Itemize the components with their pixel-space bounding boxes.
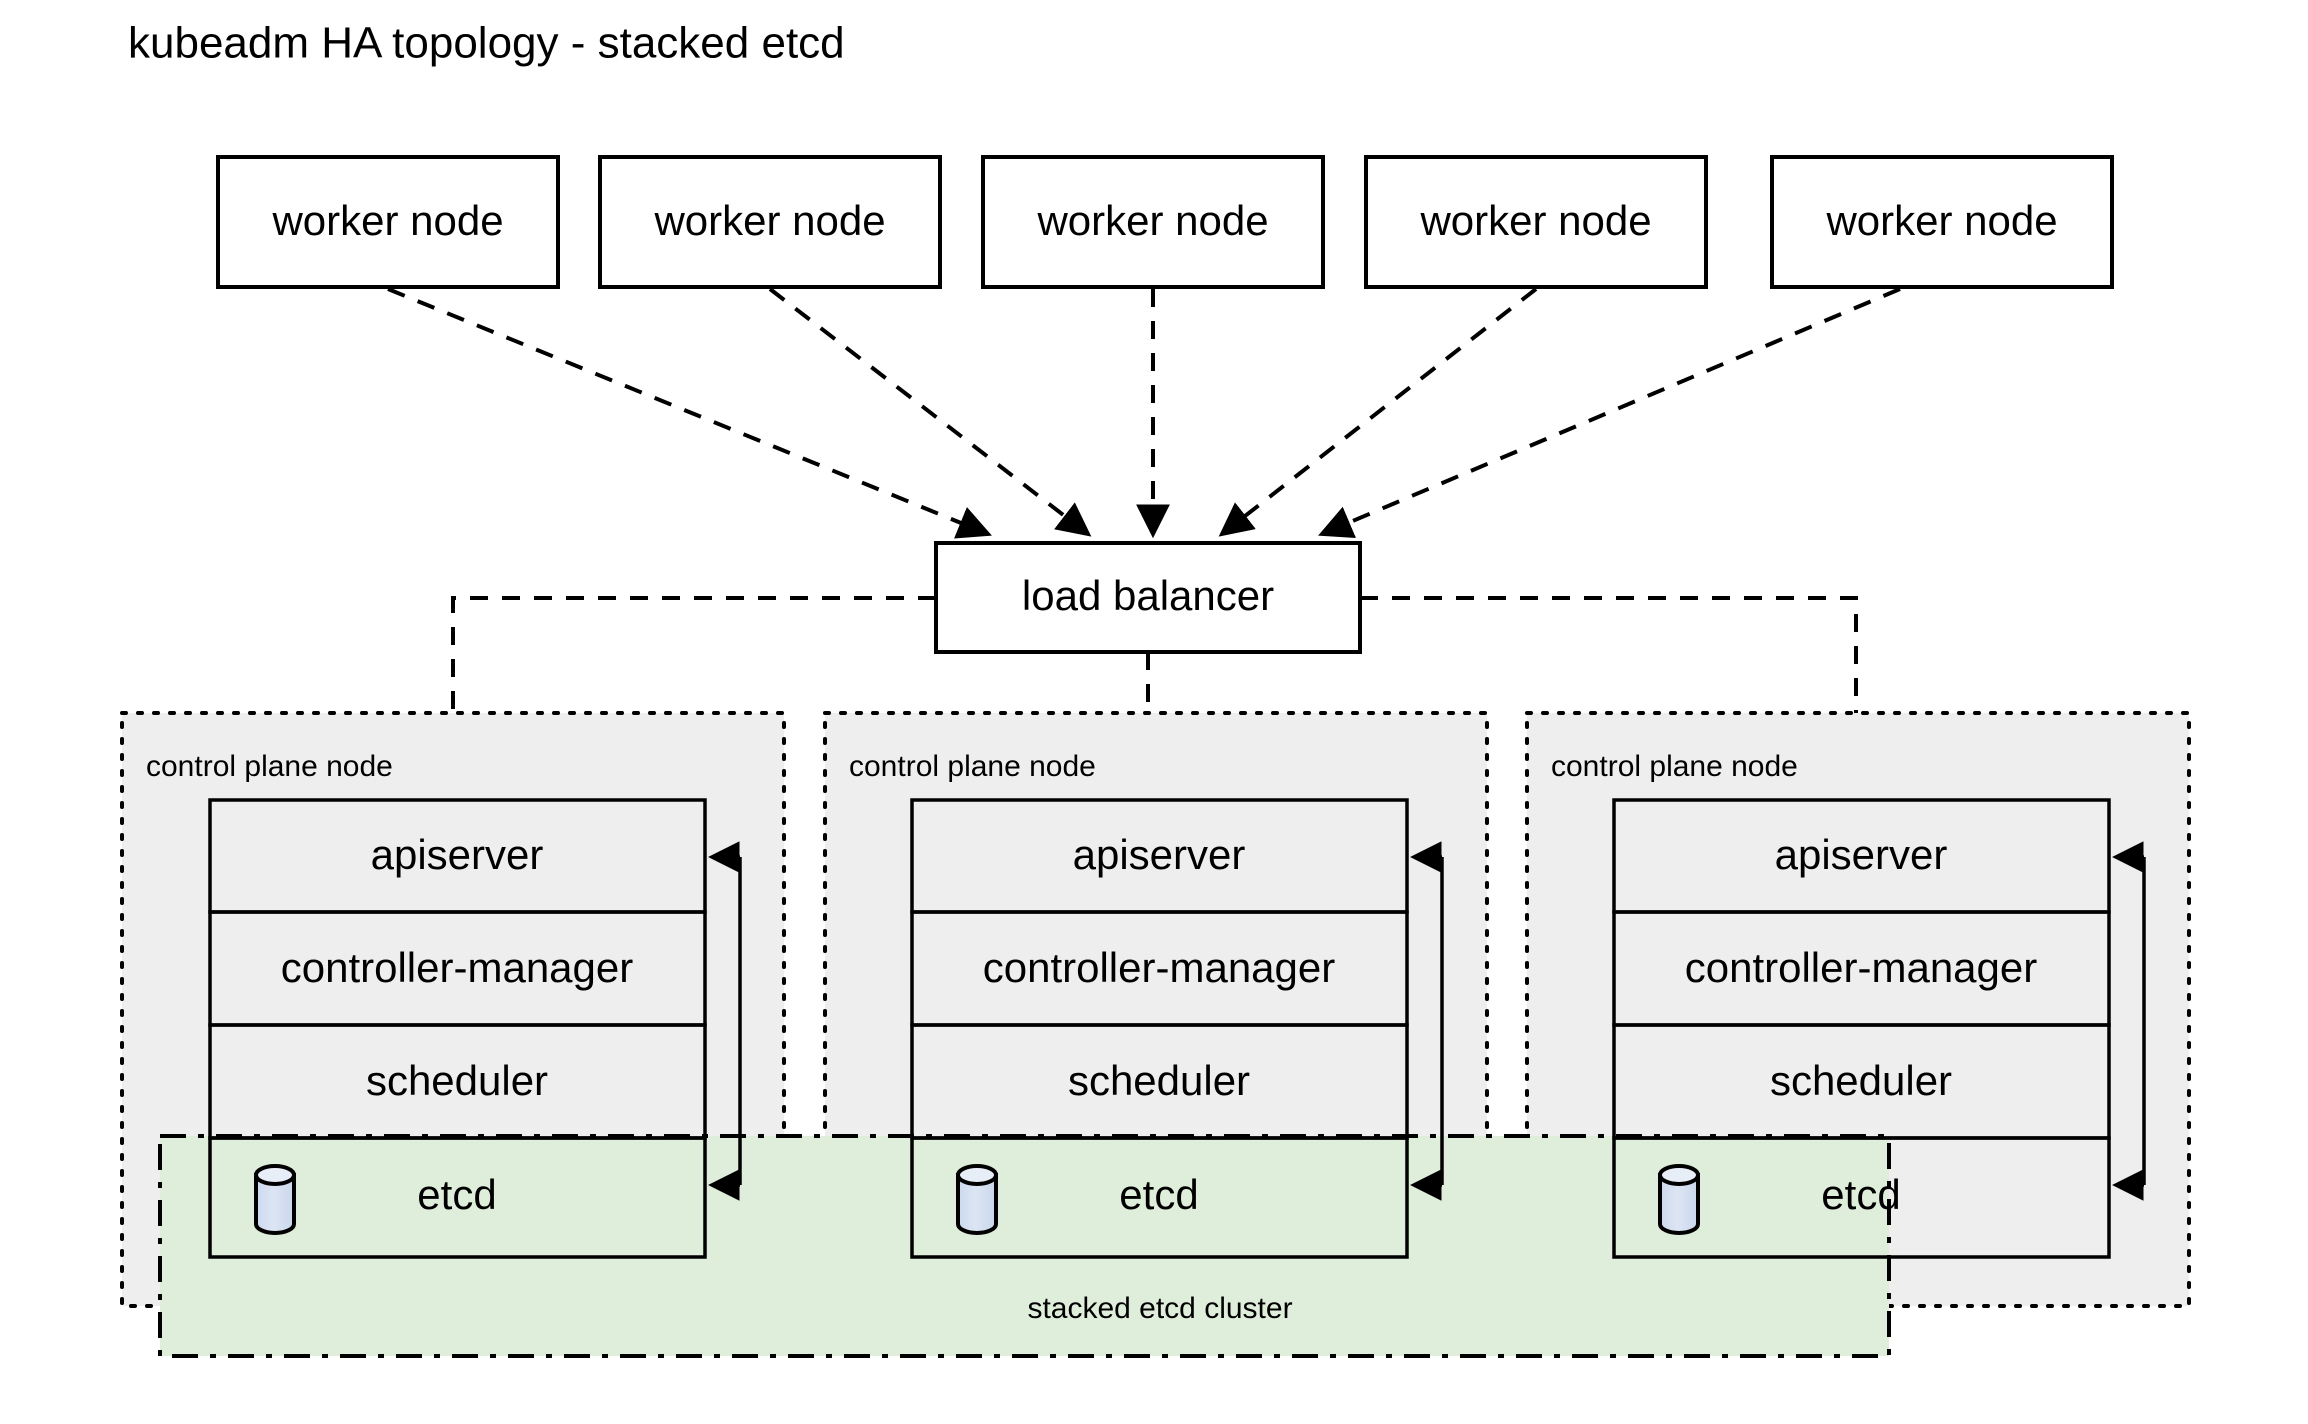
control-plane-region-label: control plane node (849, 750, 1096, 783)
control-plane-1-component-stack: apiserver controller-manager scheduler e… (208, 798, 707, 1259)
worker-node-label: worker node (1825, 197, 2057, 244)
worker-node-5[interactable]: worker node (1770, 155, 2114, 289)
worker-node-4[interactable]: worker node (1364, 155, 1708, 289)
control-plane-1-apiserver-etcd-connector (708, 841, 742, 1201)
etcd-label: etcd (1119, 1171, 1198, 1218)
worker-1-to-lb-arrow (387, 287, 992, 539)
control-plane-2-component-stack: apiserver controller-manager scheduler e… (910, 798, 1409, 1259)
controller-manager-label: controller-manager (983, 944, 1336, 991)
database-cylinder-icon (1658, 1164, 1700, 1235)
etcd-label: etcd (1821, 1171, 1900, 1218)
etcd-label: etcd (417, 1171, 496, 1218)
worker-node-2[interactable]: worker node (598, 155, 942, 289)
worker-node-3[interactable]: worker node (981, 155, 1325, 289)
worker-to-lb-connectors (387, 287, 1901, 539)
stacked-etcd-cluster[interactable]: stacked etcd cluster (158, 1134, 1891, 1358)
apiserver-label: apiserver (1073, 831, 1246, 878)
load-balancer[interactable]: load balancer (934, 541, 1362, 654)
worker-node-box[interactable] (216, 155, 560, 289)
apiserver-label: apiserver (1775, 831, 1948, 878)
lb-to-apiserver-3-line (1360, 596, 1858, 800)
worker-node-label: worker node (1036, 197, 1268, 244)
control-plane-3-apiserver-etcd-connector (2112, 841, 2146, 1201)
apiserver-label: apiserver (371, 831, 544, 878)
stacked-etcd-cluster-box[interactable] (158, 1134, 1891, 1358)
stacked-etcd-cluster-label: stacked etcd cluster (1027, 1292, 1292, 1325)
worker-node-1[interactable]: worker node (216, 155, 560, 289)
page-title: kubeadm HA topology - stacked etcd (128, 19, 845, 68)
database-cylinder-icon (956, 1164, 998, 1235)
control-plane-3-component-stack: apiserver controller-manager scheduler e… (1612, 798, 2111, 1259)
worker-node-box[interactable] (1770, 155, 2114, 289)
control-plane-2-apiserver-etcd-connector (1410, 841, 1444, 1201)
worker-node-box[interactable] (598, 155, 942, 289)
load-balancer-label: load balancer (1022, 572, 1274, 619)
worker-node-label: worker node (653, 197, 885, 244)
control-plane-region-label: control plane node (146, 750, 393, 783)
etcd-box[interactable] (208, 1136, 707, 1259)
controller-manager-label: controller-manager (1685, 944, 2038, 991)
worker-node-label: worker node (271, 197, 503, 244)
control-plane-region-label: control plane node (1551, 750, 1798, 783)
worker-node-label: worker node (1419, 197, 1651, 244)
scheduler-label: scheduler (1770, 1057, 1952, 1104)
worker-5-to-lb-arrow (1318, 287, 1901, 539)
worker-2-to-lb-arrow (768, 287, 1092, 537)
database-cylinder-icon (254, 1164, 296, 1235)
worker-node-box[interactable] (981, 155, 1325, 289)
controller-manager-label: controller-manager (281, 944, 634, 991)
worker-4-to-lb-arrow (1218, 287, 1538, 537)
load-balancer-box[interactable] (934, 541, 1362, 654)
etcd-box[interactable] (1612, 1136, 2111, 1259)
worker-node-box[interactable] (1364, 155, 1708, 289)
scheduler-label: scheduler (366, 1057, 548, 1104)
etcd-box[interactable] (910, 1136, 1409, 1259)
scheduler-label: scheduler (1068, 1057, 1250, 1104)
